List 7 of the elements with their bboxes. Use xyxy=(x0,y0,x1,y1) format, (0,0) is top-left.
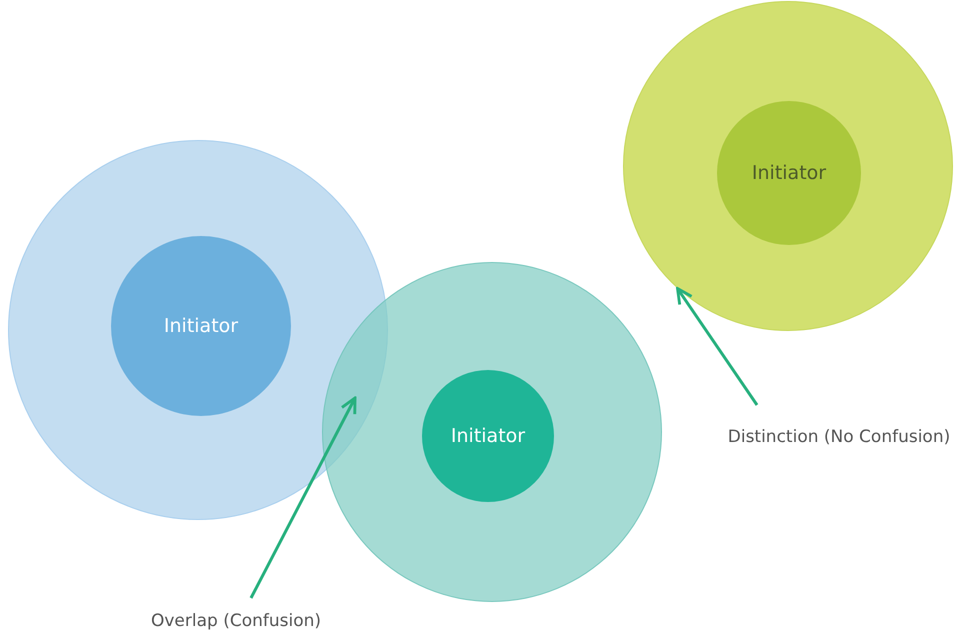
arrow xyxy=(250,396,356,599)
circle-label: Initiator xyxy=(164,315,238,337)
annotation-text: Distinction (No Confusion) xyxy=(728,427,950,447)
annotation-text: Overlap (Confusion) xyxy=(150,611,322,631)
arrow xyxy=(676,287,758,406)
circle-label: Initiator xyxy=(752,162,826,184)
circle-label: Initiator xyxy=(450,425,526,447)
